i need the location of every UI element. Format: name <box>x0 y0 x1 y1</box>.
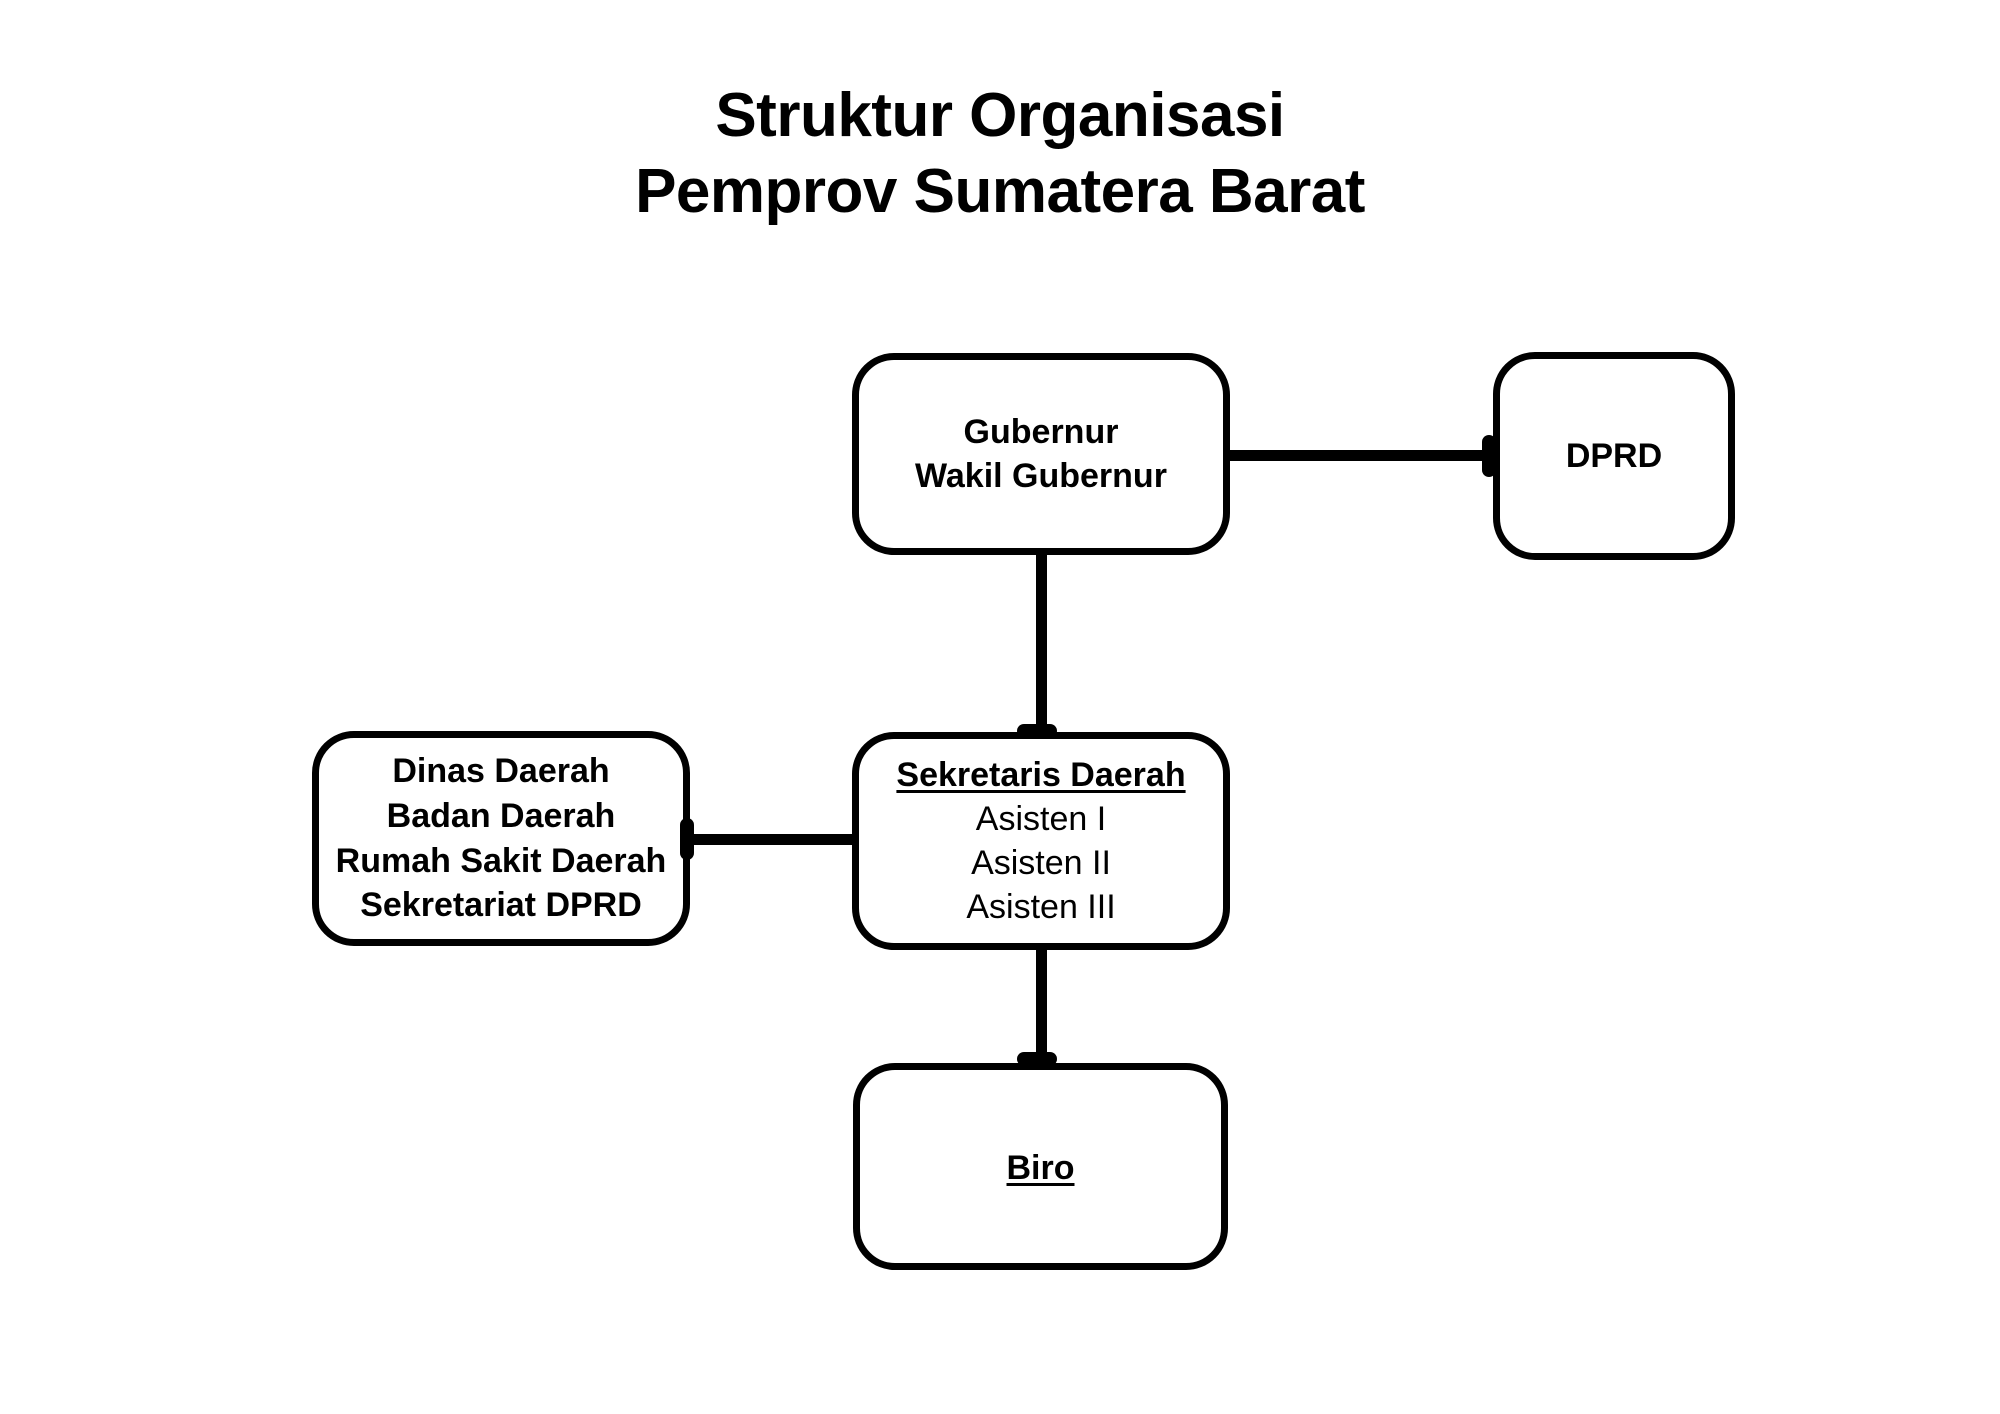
node-sekretaris-daerah[interactable]: Sekretaris Daerah Asisten I Asisten II A… <box>852 732 1230 950</box>
node-dinas-daerah-line-3: Rumah Sakit Daerah <box>335 841 667 880</box>
node-biro-content: Biro <box>860 1146 1221 1190</box>
node-dinas-daerah-line-2: Badan Daerah <box>386 796 616 835</box>
node-gubernur-content: Gubernur Wakil Gubernur <box>859 410 1223 498</box>
node-sekretaris-daerah-line-1: Asisten I <box>975 799 1107 838</box>
connector-endpoint-icon-biro <box>1017 1052 1057 1066</box>
connector-endpoint-icon-dprd <box>1482 435 1496 477</box>
node-gubernur-line-1: Gubernur <box>963 412 1119 451</box>
node-biro[interactable]: Biro <box>853 1063 1228 1270</box>
connector-endpoint-icon-sekretaris-daerah <box>1017 724 1057 738</box>
connector-endpoint-icon-dinas-daerah <box>680 818 694 860</box>
connector-gubernur-to-dprd <box>1224 450 1499 461</box>
connector-gubernur-to-sekretaris-daerah <box>1036 548 1047 738</box>
node-dprd-content: DPRD <box>1500 434 1728 478</box>
connector-sekretaris-daerah-to-biro <box>1036 944 1047 1069</box>
title-line-1: Struktur Organisasi <box>715 81 1285 150</box>
node-dinas-daerah-content: Dinas Daerah Badan Daerah Rumah Sakit Da… <box>319 749 683 929</box>
node-sekretaris-daerah-line-3: Asisten III <box>966 888 1116 927</box>
node-dinas-daerah-line-1: Dinas Daerah <box>392 751 610 790</box>
connector-sekretaris-daerah-to-dinas-daerah <box>686 834 858 845</box>
node-dinas-daerah[interactable]: Dinas Daerah Badan Daerah Rumah Sakit Da… <box>312 731 690 946</box>
node-gubernur-line-2: Wakil Gubernur <box>915 457 1167 495</box>
node-sekretaris-daerah-heading: Sekretaris Daerah <box>896 755 1186 794</box>
title-line-2: Pemprov Sumatera Barat <box>635 156 1365 226</box>
node-sekretaris-daerah-content: Sekretaris Daerah Asisten I Asisten II A… <box>859 753 1223 930</box>
node-dinas-daerah-line-4: Sekretariat DPRD <box>360 886 642 925</box>
node-dprd[interactable]: DPRD <box>1493 352 1735 560</box>
node-dprd-label: DPRD <box>1565 436 1663 475</box>
node-biro-heading: Biro <box>1006 1149 1075 1187</box>
node-sekretaris-daerah-line-2: Asisten II <box>971 844 1111 882</box>
page-title: Struktur Organisasi Pemprov Sumatera Bar… <box>0 78 2000 229</box>
node-gubernur[interactable]: Gubernur Wakil Gubernur <box>852 353 1230 555</box>
